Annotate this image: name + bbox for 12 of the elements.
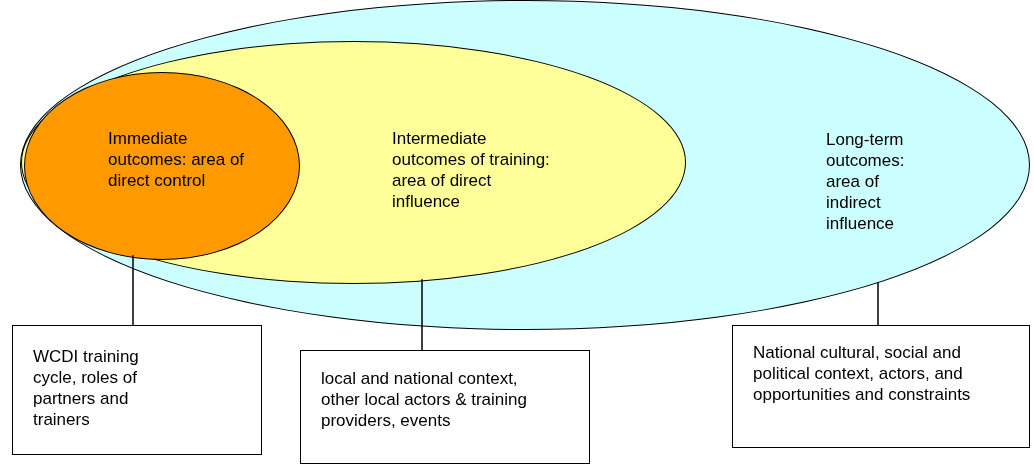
- note-text: WCDI training cycle, roles of partners and trainers: [33, 346, 140, 430]
- leader-line: [132, 254, 134, 326]
- note-box: [12, 325, 262, 455]
- ellipse-label: Long-term outcomes: area of indirect influence: [826, 129, 906, 234]
- ellipse-label: Immediate outcomes: area of direct control: [108, 128, 246, 191]
- note-text: local and national context, other local actors & training providers, events: [321, 368, 528, 431]
- note-box: [732, 325, 1030, 448]
- leader-line: [877, 281, 879, 326]
- ellipse-label: Intermediate outcomes of training: area of direct influence: [392, 128, 551, 212]
- note-text: National cultural, social and political context, actors, and opportunities and constraints: [753, 342, 972, 405]
- note-box: [300, 350, 590, 464]
- leader-line: [421, 278, 423, 351]
